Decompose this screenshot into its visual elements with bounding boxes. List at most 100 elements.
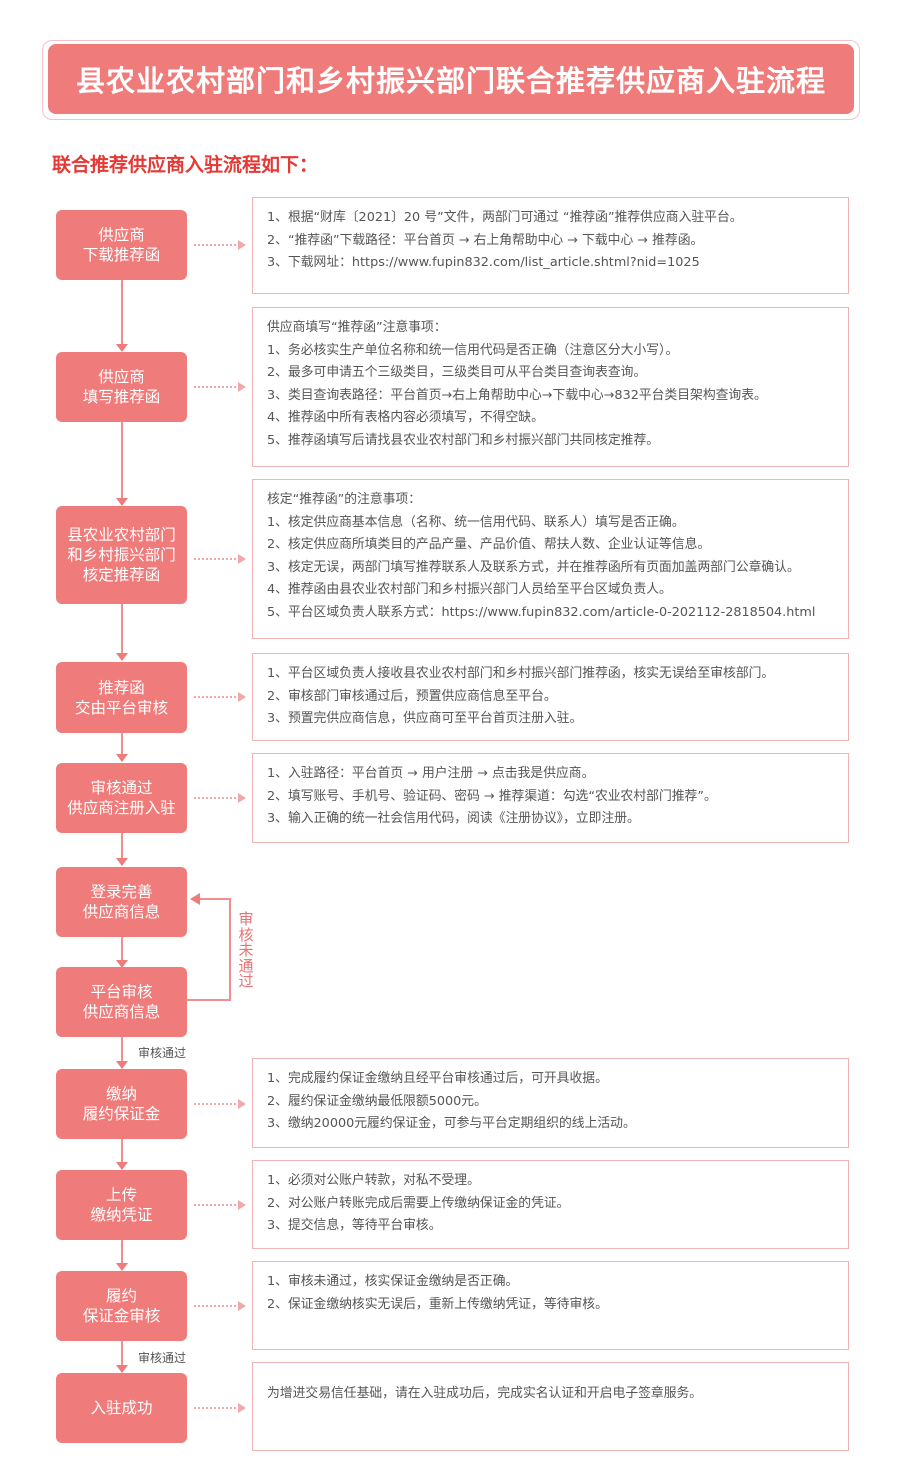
note-line: 3、输入正确的统一社会信用代码，阅读《注册协议》，立即注册。 xyxy=(267,811,640,827)
arrow-6 xyxy=(116,960,128,968)
connector-4 xyxy=(121,733,123,761)
note-line: 4、推荐函中所有表格内容必须填写，不得空缺。 xyxy=(267,410,544,426)
step-fill-letter: 供应商 填写推荐函 xyxy=(56,352,187,422)
step-label: 供应商注册入驻 xyxy=(67,799,176,817)
note-line: 3、核定无误，两部门填写推荐联系人及联系方式，并在推荐函所有页面加盖两部门公章确… xyxy=(267,559,800,575)
step-upload-proof: 上传 缴纳凭证 xyxy=(56,1170,187,1240)
loop-connector xyxy=(229,898,231,1001)
note-line: 2、对公账户转账完成后需要上传缴纳保证金的凭证。 xyxy=(267,1195,570,1211)
step-label: 履约 xyxy=(105,1287,137,1305)
loop-connector xyxy=(198,898,231,900)
review-passed-label: 审核通过 xyxy=(138,1046,187,1060)
dotted-arrow xyxy=(194,240,246,250)
title-frame xyxy=(42,40,860,120)
note-line: 2、最多可申请五个三级类目，三级类目可从平台类目查询表查询。 xyxy=(267,365,647,381)
connector-7 xyxy=(121,1037,123,1068)
note-line: 2、“推荐函”下载路径：平台首页 → 右上角帮助中心 → 下载中心 → 推荐函。 xyxy=(267,232,704,248)
note-line: 2、核定供应商所填类目的产品产量、产品价值、帮扶人数、企业认证等信息。 xyxy=(267,537,711,553)
connector-3 xyxy=(121,604,123,660)
note-fill: 供应商填写“推荐函”注意事项： 1、务必核实生产单位名称和统一信用代码是否正确（… xyxy=(252,307,849,467)
arrow-4 xyxy=(116,754,128,762)
note-line: 为增进交易信任基础，请在入驻成功后，完成实名认证和开启电子签章服务。 xyxy=(267,1386,703,1401)
note-success: 为增进交易信任基础，请在入驻成功后，完成实名认证和开启电子签章服务。 xyxy=(252,1362,849,1451)
note-line: 1、完成履约保证金缴纳且经平台审核通过后，可开具收据。 xyxy=(267,1071,608,1086)
loop-arrow-head xyxy=(190,893,200,905)
note-deposit: 1、完成履约保证金缴纳且经平台审核通过后，可开具收据。 2、履约保证金缴纳最低限… xyxy=(252,1058,849,1148)
connector-6 xyxy=(121,937,123,967)
step-label: 推荐函 xyxy=(98,678,145,697)
connector-1 xyxy=(121,280,123,350)
step-label: 填写推荐函 xyxy=(82,388,161,406)
step-label: 供应商信息 xyxy=(82,903,161,921)
note-line: 供应商填写“推荐函”注意事项： xyxy=(267,320,447,335)
step-pay-deposit: 缴纳 履约保证金 xyxy=(56,1069,187,1139)
note-line: 1、平台区域负责人接收县农业农村部门和乡村振兴部门推荐函，核实无误给至审核部门。 xyxy=(267,666,775,681)
arrow-2 xyxy=(116,498,128,506)
step-label: 缴纳凭证 xyxy=(90,1206,153,1224)
note-platform-review: 1、平台区域负责人接收县农业农村部门和乡村振兴部门推荐函，核实无误给至审核部门。… xyxy=(252,653,849,741)
dotted-arrow xyxy=(194,793,246,803)
step-label: 登录完善 xyxy=(90,883,153,901)
connector-10 xyxy=(121,1341,123,1372)
connector-8 xyxy=(121,1139,123,1169)
arrow-5 xyxy=(116,858,128,866)
step-label: 平台审核 xyxy=(90,983,153,1001)
connector-5 xyxy=(121,833,123,865)
arrow-9 xyxy=(116,1263,128,1271)
step-label: 供应商信息 xyxy=(82,1003,161,1021)
note-line: 5、平台区域负责人联系方式：https://www.fupin832.com/a… xyxy=(267,604,816,620)
step-label: 上传 xyxy=(105,1186,137,1204)
step-label: 供应商 xyxy=(98,368,145,386)
step-label: 和乡村振兴部门 xyxy=(67,546,176,564)
step-verify-letter: 县农业农村部门 和乡村振兴部门 核定推荐函 xyxy=(56,506,187,604)
arrow-8 xyxy=(116,1162,128,1170)
loop-connector xyxy=(187,999,231,1001)
note-line: 3、预置完供应商信息，供应商可至平台首页注册入驻。 xyxy=(267,711,583,727)
arrow-3 xyxy=(116,653,128,661)
note-line: 3、提交信息，等待平台审核。 xyxy=(267,1218,442,1234)
note-line: 1、根据“财库〔2021〕20 号”文件，两部门可通过 “推荐函”推荐供应商入驻… xyxy=(267,210,743,225)
note-line: 1、务必核实生产单位名称和统一信用代码是否正确（注意区分大小写）。 xyxy=(267,342,679,358)
note-line: 2、填写账号、手机号、验证码、密码 → 推荐渠道：勾选“农业农村部门推荐”。 xyxy=(267,788,717,804)
step-label: 入驻成功 xyxy=(90,1399,153,1417)
note-line: 1、入驻路径：平台首页 → 用户注册 → 点击我是供应商。 xyxy=(267,766,595,781)
note-line: 1、审核未通过，核实保证金缴纳是否正确。 xyxy=(267,1274,519,1289)
note-line: 4、推荐函由县农业农村部门和乡村振兴部门人员给至平台区域负责人。 xyxy=(267,582,672,598)
note-download: 1、根据“财库〔2021〕20 号”文件，两部门可通过 “推荐函”推荐供应商入驻… xyxy=(252,197,849,294)
dotted-arrow xyxy=(194,1403,246,1413)
note-upload: 1、必须对公账户转款，对私不受理。 2、对公账户转账完成后需要上传缴纳保证金的凭… xyxy=(252,1160,849,1249)
note-line: 核定“推荐函”的注意事项： xyxy=(267,492,422,507)
dotted-arrow xyxy=(194,554,246,564)
note-line: 5、推荐函填写后请找县农业农村部门和乡村振兴部门共同核定推荐。 xyxy=(267,432,660,448)
step-label: 交由平台审核 xyxy=(74,698,168,717)
note-line: 3、类目查询表路径：平台首页→右上角帮助中心→下载中心→832平台类目架构查询表… xyxy=(267,387,767,403)
arrow-10 xyxy=(116,1365,128,1373)
step-success: 入驻成功 xyxy=(56,1373,187,1443)
dotted-arrow xyxy=(194,1200,246,1210)
step-complete-info: 登录完善 供应商信息 xyxy=(56,867,187,937)
note-line: 2、保证金缴纳核实无误后，重新上传缴纳凭证，等待审核。 xyxy=(267,1296,608,1312)
step-download-letter: 供应商 下载推荐函 xyxy=(56,210,187,280)
note-line: 1、核定供应商基本信息（名称、统一信用代码、联系人）填写是否正确。 xyxy=(267,514,685,530)
step-review-info: 平台审核 供应商信息 xyxy=(56,967,187,1037)
note-line: 3、缴纳20000元履约保证金，可参与平台定期组织的线上活动。 xyxy=(267,1116,636,1132)
dotted-arrow xyxy=(194,1301,246,1311)
note-line: 2、履约保证金缴纳最低限额5000元。 xyxy=(267,1093,487,1109)
note-verify: 核定“推荐函”的注意事项： 1、核定供应商基本信息（名称、统一信用代码、联系人）… xyxy=(252,479,849,639)
page-title: 县农业农村部门和乡村振兴部门联合推荐供应商入驻流程 xyxy=(75,64,826,98)
dotted-arrow xyxy=(194,1099,246,1109)
note-line: 3、下载网址：https://www.fupin832.com/list_art… xyxy=(267,255,700,271)
section-subtitle: 联合推荐供应商入驻流程如下： xyxy=(52,154,319,176)
step-register: 审核通过 供应商注册入驻 xyxy=(56,763,187,833)
note-line: 2、审核部门审核通过后，预置供应商信息至平台。 xyxy=(267,688,557,704)
note-register: 1、入驻路径：平台首页 → 用户注册 → 点击我是供应商。 2、填写账号、手机号… xyxy=(252,753,849,843)
step-platform-review: 推荐函 交由平台审核 xyxy=(56,662,187,733)
connector-2 xyxy=(121,422,123,504)
step-label: 保证金审核 xyxy=(82,1307,161,1325)
step-label: 缴纳 xyxy=(105,1085,137,1103)
connector-9 xyxy=(121,1240,123,1270)
dotted-arrow xyxy=(194,692,246,702)
step-deposit-review: 履约 保证金审核 xyxy=(56,1271,187,1341)
arrow-7 xyxy=(116,1061,128,1069)
review-passed-label: 审核通过 xyxy=(138,1351,187,1365)
